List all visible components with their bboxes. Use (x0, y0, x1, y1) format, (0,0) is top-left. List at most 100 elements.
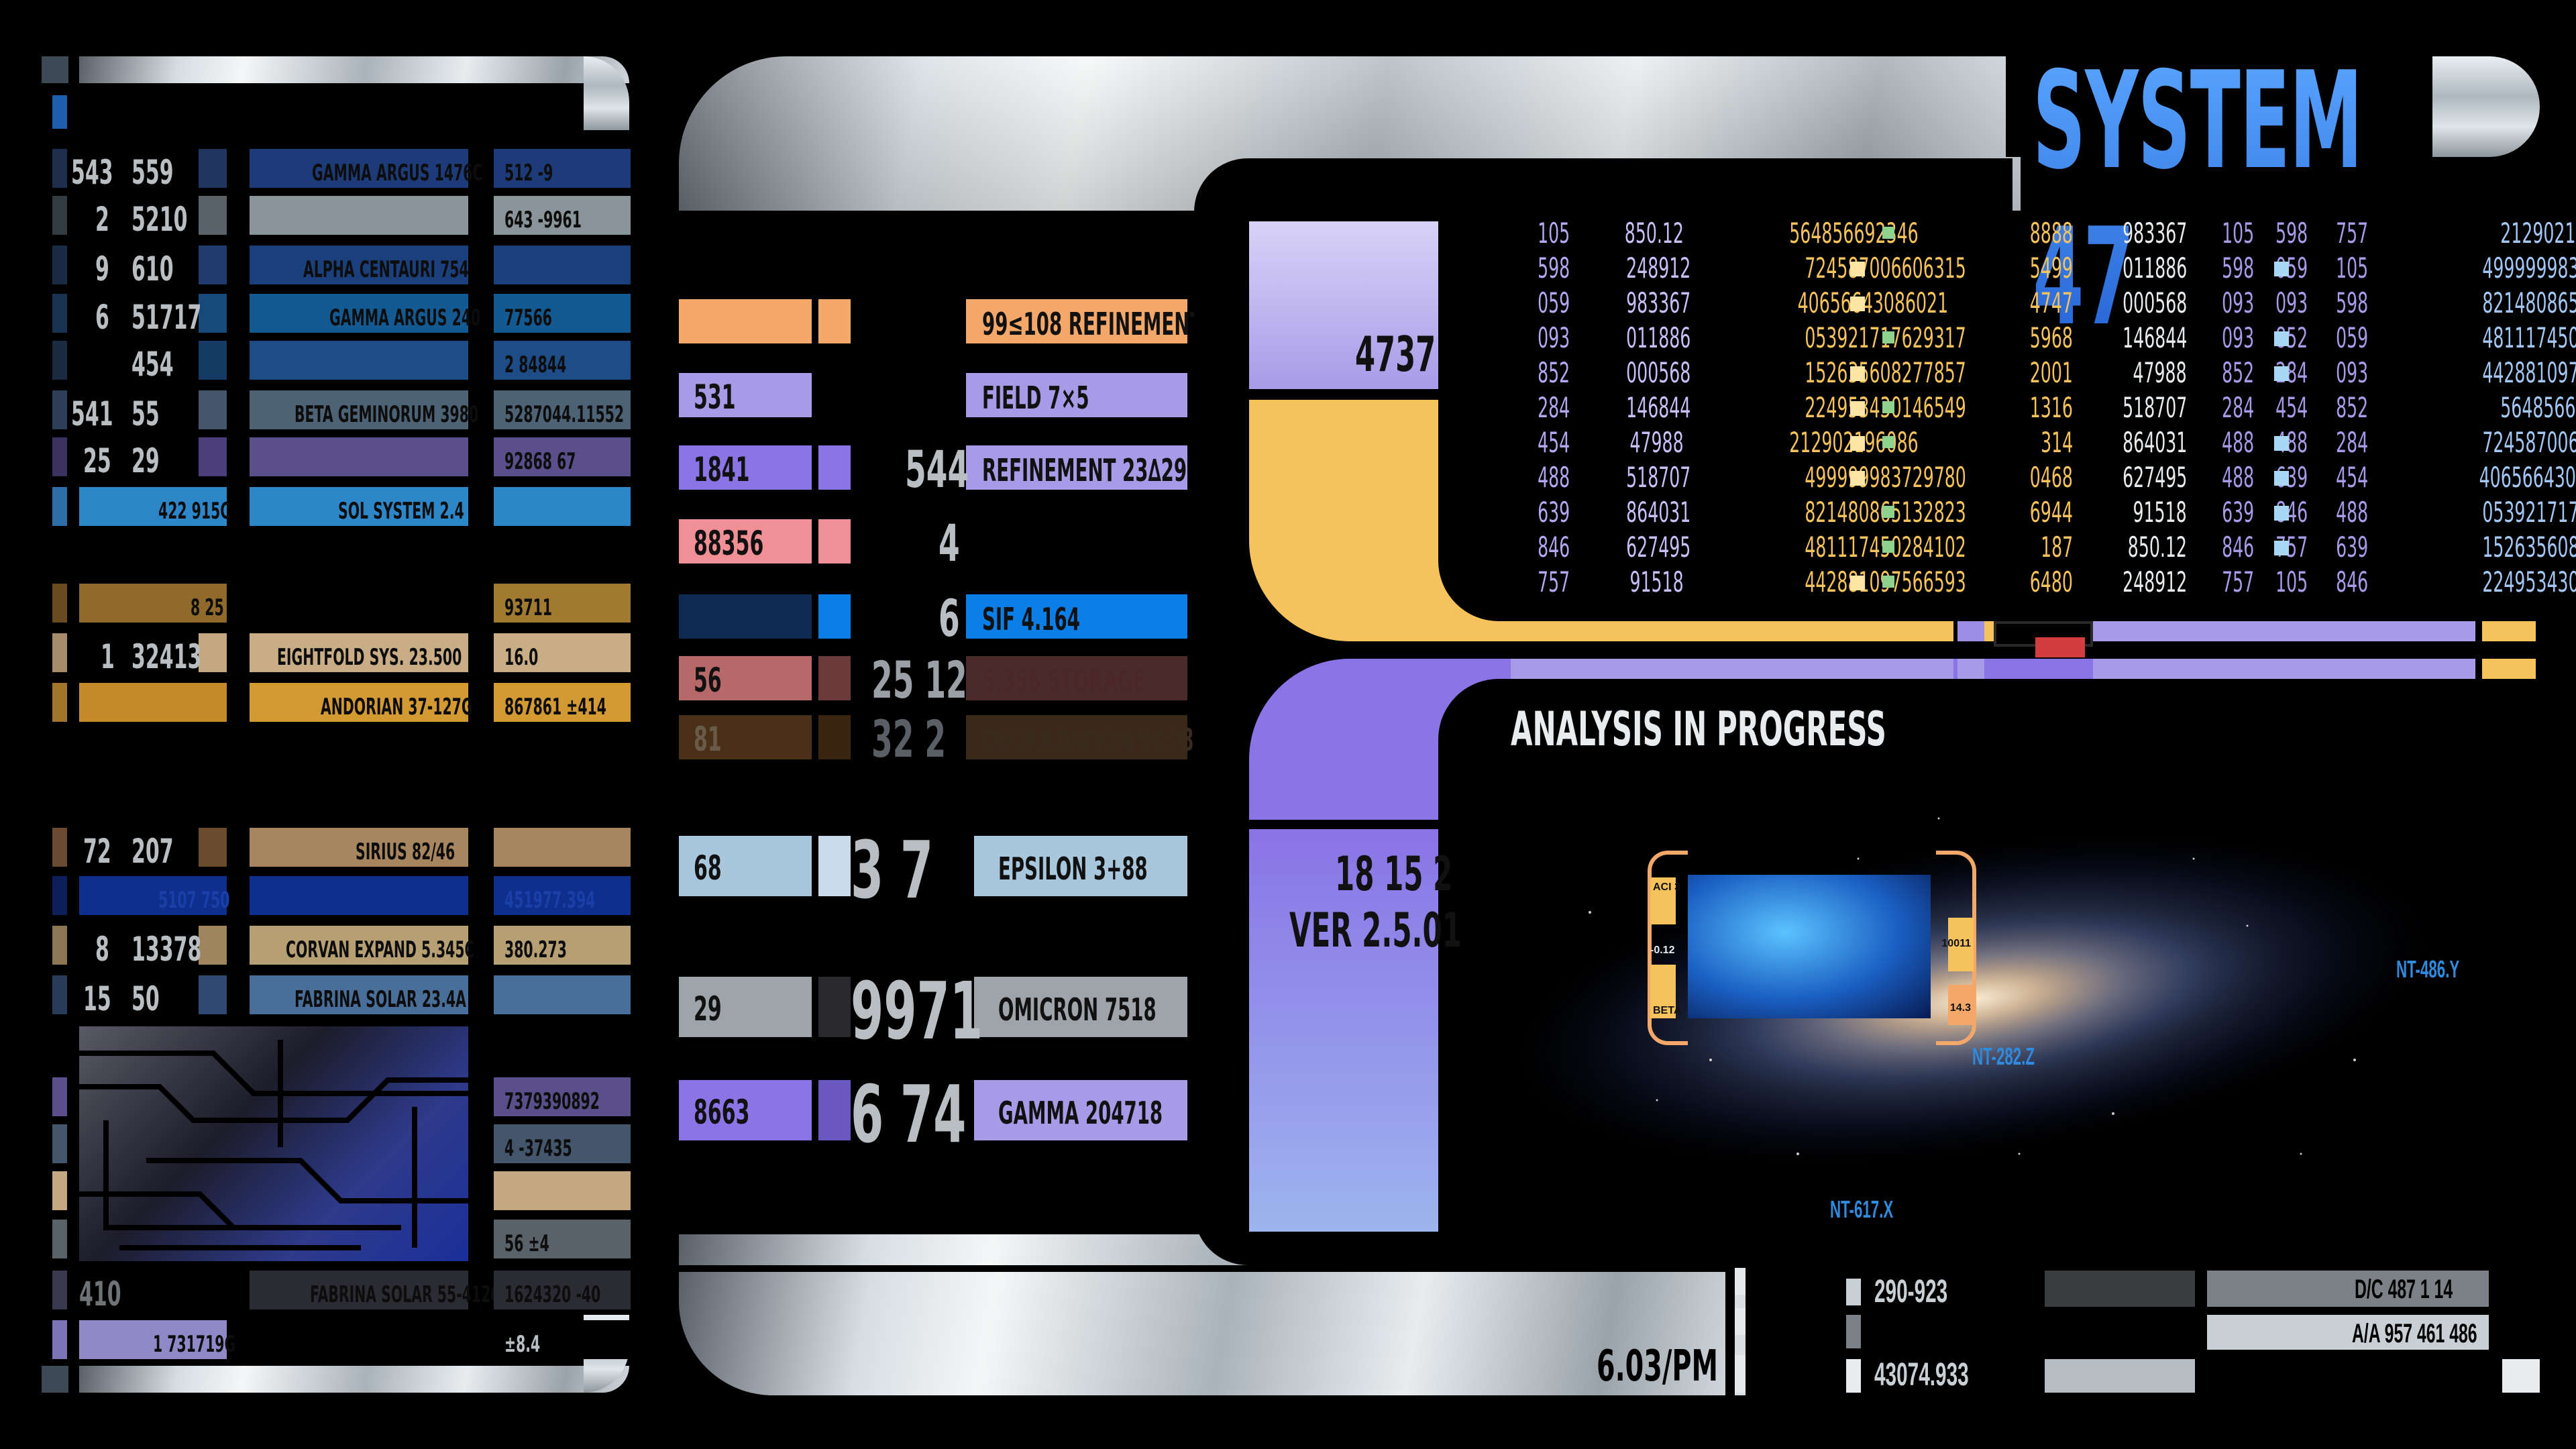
status-square (1882, 541, 1894, 553)
status-square (1882, 401, 1894, 413)
data-table-cell: 598 (1538, 252, 1570, 284)
galaxy-label-nx: NT-617.X (1830, 1195, 1894, 1223)
left-row-value: 643 -9961 (504, 207, 582, 233)
middle-row-left-bar (679, 715, 812, 759)
data-table-cell: 284 (2222, 391, 2255, 424)
left-row-value-bar (494, 294, 631, 333)
left-row-label-bar (250, 294, 468, 333)
middle-row-small-bar (818, 836, 851, 896)
middle-row-left-bar (679, 836, 812, 896)
data-table-cell: 105 (1538, 217, 1570, 250)
data-table-cell: 2001 (2029, 356, 2073, 389)
data-table-cell: 105 (2336, 252, 2369, 284)
middle-row-label-bar (966, 594, 1187, 639)
left-row-number: 8 (95, 930, 109, 969)
left-row-number: 15 (83, 979, 111, 1018)
left-row-value: 512 -9 (504, 160, 553, 186)
data-table-cell: 499999983729780 (2482, 252, 2576, 284)
galaxy-label-ny: NT-486.Y (2396, 955, 2460, 983)
middle-row-gap (966, 836, 974, 896)
left-row-marker (52, 1124, 67, 1163)
data-table-cell: 627495 (1626, 531, 1691, 564)
left-row-marker (52, 149, 67, 188)
data-table-cell: 47988 (2133, 356, 2187, 389)
left-row-label-bar (250, 926, 468, 965)
data-table-cell: 314 (2040, 426, 2073, 459)
data-table-cell: 053921717629317 (2482, 496, 2576, 529)
data-table-cell: 093 (1538, 321, 1570, 354)
middle-row-left-bar (679, 373, 812, 417)
left-row-marker (52, 1220, 67, 1258)
left-row-label-bar (250, 633, 468, 672)
left-row-value: 2 84844 (504, 352, 567, 378)
middle-row-small-bar (818, 715, 851, 759)
status-square (1882, 436, 1894, 448)
middle-frame-bottom (679, 1268, 1725, 1395)
left-row-marker (52, 926, 67, 965)
middle-row-label-bar (966, 1080, 1187, 1140)
left-row-inner: 1 731719G (153, 1331, 236, 1358)
data-table-cell: 852 (2336, 391, 2369, 424)
middle-row-label: EPSILON 3+88 (998, 851, 1148, 887)
left-row-block (199, 196, 227, 235)
left-row-block (199, 246, 227, 284)
data-table-cell: 757 (1538, 566, 1570, 598)
left-row-label: CORVAN EXPAND 5.345C (286, 936, 475, 963)
left-row-block (199, 390, 227, 429)
middle-row-left-value: 1841 (694, 450, 750, 489)
left-row-inner-bar (79, 683, 227, 722)
left-side-value: 7379390892 (504, 1088, 600, 1115)
left-row-marker (52, 437, 67, 476)
left-row-value: 16.0 (504, 644, 539, 671)
left-row-marker (52, 487, 67, 526)
status-square (1882, 331, 1894, 343)
data-table-cell: 488 (1538, 461, 1570, 494)
left-row-marker (52, 683, 67, 722)
status-square (2274, 471, 2289, 486)
status-square (2274, 331, 2289, 346)
left-row-block (199, 828, 227, 867)
status-square (2274, 366, 2289, 381)
middle-row-small-bar (818, 1080, 851, 1140)
title-endcap (2432, 56, 2540, 157)
data-table-cell: 983367 (2123, 217, 2188, 250)
left-row-number: 207 (131, 832, 174, 871)
left-row-inner-bar (79, 1320, 227, 1359)
status-square (1850, 366, 1865, 381)
data-table-cell: 093 (2222, 286, 2255, 319)
middle-row-label-bar (966, 299, 1187, 343)
left-row-label-bar (250, 196, 468, 235)
left-row-marker (52, 633, 67, 672)
left-row-inner: 8 25 (191, 594, 224, 621)
middle-row-left-value: 68 (694, 849, 722, 888)
data-table-cell: 059 (2336, 321, 2369, 354)
data-table-cell: 105 (2222, 217, 2255, 250)
left-row-value: 92868 67 (504, 448, 576, 475)
galaxy-label-nz: NT-282.Z (1972, 1042, 2035, 1070)
middle-row-left-bar (679, 594, 812, 639)
data-table-cell: 724587006606315 (2482, 426, 2576, 459)
left-row-label-bar (250, 876, 468, 915)
middle-row-label: SIF 4.164 (982, 601, 1080, 637)
middle-row-label: 5.356 STORAGE (982, 663, 1146, 699)
left-row-label-bar (250, 341, 468, 380)
data-table-cell: 8888 (2029, 217, 2073, 250)
data-table-cell: 000568 (1626, 356, 1691, 389)
middle-row-gap (966, 977, 974, 1037)
left-row-value-bar (494, 1171, 631, 1210)
middle-row-big-number: 3 7 (851, 824, 934, 916)
middle-row-small-bar (818, 977, 851, 1037)
middle-row-label: FIELD 7×5 (982, 380, 1089, 416)
data-table-cell: 518707 (2123, 391, 2188, 424)
left-row-value: 1624320 -40 (504, 1281, 601, 1308)
left-row-label-bar (250, 683, 468, 722)
middle-row-label-bar (966, 977, 1187, 1037)
data-table-cell: 627495 (2123, 461, 2188, 494)
left-row-number: 72 (83, 832, 111, 871)
data-table-cell: 059 (1538, 286, 1570, 319)
left-row-block (199, 294, 227, 333)
middle-row-label-bar (966, 715, 1187, 759)
data-table-cell: 488 (2336, 496, 2369, 529)
status-square (1882, 576, 1894, 588)
data-table-cell: 284 (1538, 391, 1570, 424)
